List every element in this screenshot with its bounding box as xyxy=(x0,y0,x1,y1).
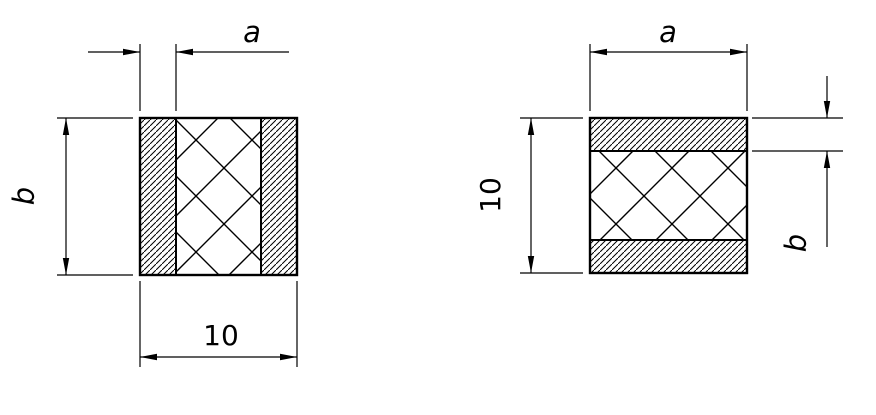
section-outline xyxy=(138,116,299,277)
dim-label-a: a xyxy=(659,15,677,49)
dimension-10-height xyxy=(520,117,583,274)
crosshatched-core xyxy=(175,117,262,276)
dimension-10-width xyxy=(139,281,298,367)
dimension-b-strip-thickness xyxy=(752,76,843,247)
dim-label-a: a xyxy=(243,15,261,49)
bottom-hatched-strip xyxy=(589,239,748,274)
left-hatched-strip xyxy=(139,117,177,276)
dimension-a-width xyxy=(589,44,748,111)
dim-label-b: b xyxy=(779,234,813,252)
dim-label-10: 10 xyxy=(203,319,239,352)
right-hatched-strip xyxy=(260,117,298,276)
dim-label-10: 10 xyxy=(474,177,507,213)
top-hatched-strip xyxy=(589,117,748,152)
left-section-view: a b 10 xyxy=(7,15,299,367)
section-outline xyxy=(588,116,749,275)
dim-label-b: b xyxy=(7,187,41,205)
right-section-view: a 10 b xyxy=(474,15,843,275)
dimension-b-height xyxy=(57,117,133,276)
crosshatched-core xyxy=(589,150,748,241)
dimension-a-strip-width xyxy=(88,44,289,111)
